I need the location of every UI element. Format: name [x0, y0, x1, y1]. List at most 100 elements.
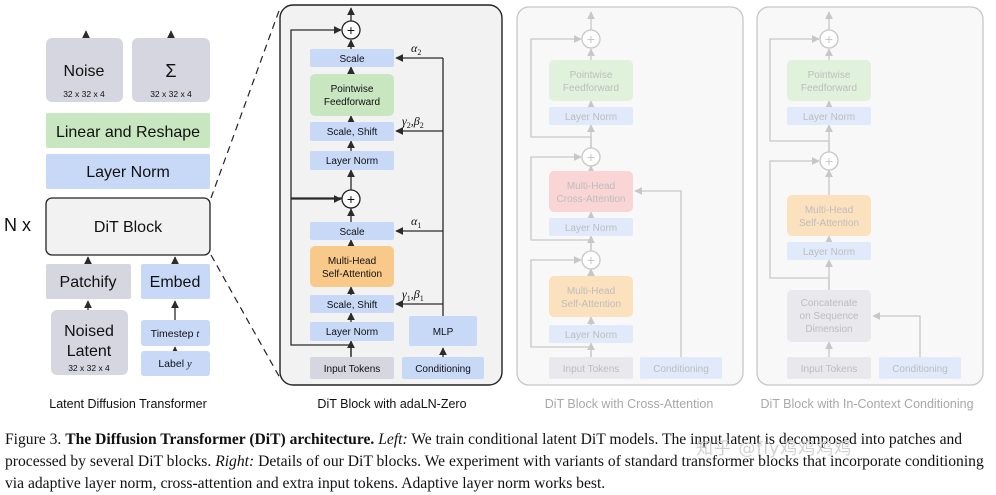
cross-input-tokens-box — [549, 357, 633, 379]
incontext-conditioning-label: Conditioning — [892, 364, 948, 375]
cross-layer-norm-2-label: Layer Norm — [565, 223, 617, 234]
incontext-pointwise-label: Pointwise — [808, 70, 851, 81]
label-box — [141, 351, 210, 376]
figure-caption: Figure 3. The Diffusion Transformer (DiT… — [5, 429, 993, 495]
final-layer-norm-label: Layer Norm — [86, 164, 170, 181]
architecture-figure: Noise 32 x 32 x 4 Σ 32 x 32 x 4 Linear a… — [4, 4, 984, 411]
svg-text:Timestep t: Timestep t — [151, 328, 201, 340]
incontext-feedforward-label: Feedforward — [801, 83, 857, 94]
zoom-line-top — [210, 7, 281, 199]
svg-text:γ1,β1: γ1,β1 — [402, 287, 424, 303]
svg-text:α1: α1 — [411, 214, 421, 230]
alpha2-symbol: α — [411, 41, 418, 55]
sigma-label: Σ — [165, 61, 176, 81]
sigma-box — [132, 38, 210, 102]
incontext-conditioning-box — [879, 357, 961, 379]
input-tokens-label: Input Tokens — [324, 364, 381, 375]
n-times-label: N x — [4, 215, 31, 235]
beta1-symbol: ,β — [411, 287, 420, 301]
mlp-box — [409, 316, 477, 346]
conditioning-label: Conditioning — [415, 364, 471, 375]
scale-top-label: Scale — [339, 54, 364, 65]
incontext-concat-line2: on Sequence — [800, 311, 859, 322]
mhsa-line1: Multi-Head — [328, 256, 376, 267]
adaln-title: DiT Block with adaLN-Zero — [317, 397, 466, 411]
incontext-input-tokens-box — [787, 357, 871, 379]
incontext-input-tokens-label: Input Tokens — [801, 364, 858, 375]
cross-title: DiT Block with Cross-Attention — [545, 397, 714, 411]
svg-text:+: + — [587, 149, 595, 165]
caption-left-label: Left: — [378, 431, 408, 448]
noised-latent-box — [51, 310, 128, 375]
patchify-label: Patchify — [60, 274, 117, 291]
incontext-mhsa-line2: Self-Attention — [799, 218, 859, 229]
cross-conditioning-label: Conditioning — [653, 364, 709, 375]
cross-layer-norm-1-box — [549, 107, 633, 125]
alpha2-subscript: 2 — [417, 48, 421, 57]
cross-layer-norm-2-box — [549, 218, 633, 236]
svg-text:+: + — [587, 31, 595, 47]
label-var: y — [186, 359, 192, 370]
gamma2-symbol: γ — [402, 114, 407, 128]
incontext-self-attention-box — [787, 195, 871, 236]
noise-box — [46, 38, 123, 102]
layer-norm-top-label: Layer Norm — [326, 156, 378, 167]
caption-right-text-1: Details of our DiT blocks. We experiment… — [258, 453, 755, 470]
caption-left-text-1: We train conditional latent DiT models. … — [411, 431, 857, 448]
ldt-title: Latent Diffusion Transformer — [49, 397, 206, 411]
scale-top-box — [310, 49, 394, 67]
patchify-box — [46, 264, 131, 299]
pointwise-ff-box — [310, 74, 394, 116]
svg-text:+: + — [587, 252, 595, 268]
caption-title: The Diffusion Transformer (DiT) architec… — [65, 431, 375, 448]
feedforward-label: Feedforward — [324, 97, 380, 108]
alpha1-subscript: 1 — [417, 221, 421, 230]
gamma1-subscript: 1 — [407, 294, 411, 303]
final-layer-norm-box — [46, 154, 210, 189]
label-label: Label — [158, 358, 184, 370]
beta1-subscript: 1 — [420, 294, 424, 303]
scale-shift-bottom-box — [310, 295, 394, 313]
incontext-layer-norm-2-label: Layer Norm — [803, 247, 855, 258]
latent-diffusion-transformer: Noise 32 x 32 x 4 Σ 32 x 32 x 4 Linear a… — [4, 30, 211, 411]
svg-text:γ2,β2: γ2,β2 — [402, 114, 424, 130]
zoom-line-bottom — [210, 254, 281, 379]
cross-mhsa-line2: Self-Attention — [561, 299, 621, 310]
incontext-mhsa-line1: Multi-Head — [805, 205, 853, 216]
alpha1-symbol: α — [411, 214, 418, 228]
watermark: 知乎 @fly鸡鸡鸡鸡 — [696, 439, 853, 459]
linear-reshape-label: Linear and Reshape — [56, 124, 200, 141]
noised-label: Noised — [64, 323, 114, 340]
scale-shift-top-label: Scale, Shift — [327, 127, 378, 138]
cross-self-attention-box — [549, 276, 633, 317]
cross-layer-norm-3-box — [549, 325, 633, 343]
embed-box — [141, 264, 210, 299]
timestep-box — [141, 320, 210, 346]
gamma1-symbol: γ — [402, 287, 407, 301]
cross-layer-norm-1-label: Layer Norm — [565, 112, 617, 123]
latent-label: Latent — [67, 343, 112, 360]
incontext-layer-norm-1-label: Layer Norm — [803, 112, 855, 123]
cross-mhca-line1: Multi-Head — [567, 181, 615, 192]
in-context-block: + + Pointwise Feedforward Layer Norm Mul… — [756, 6, 984, 386]
incontext-concat-line1: Concatenate — [801, 298, 858, 309]
timestep-label: Timestep — [151, 328, 194, 340]
cross-attention-box — [549, 171, 633, 212]
caption-left-text-2: into patches and processed by several Di… — [5, 431, 963, 470]
sigma-dim: 32 x 32 x 4 — [150, 89, 192, 99]
dit-block-box — [45, 197, 211, 256]
mhsa-line2: Self-Attention — [322, 269, 382, 280]
incontext-layer-norm-2-box — [787, 242, 871, 260]
scale-shift-top-box — [310, 122, 394, 141]
svg-text:α2: α2 — [411, 41, 421, 57]
cross-conditioning-box — [640, 357, 722, 379]
svg-text:+: + — [825, 153, 833, 169]
embed-label: Embed — [150, 274, 201, 291]
adaln-zero-block: + + Scale Pointwise Feedforward Scale, S… — [279, 4, 503, 411]
incontext-concat-box — [787, 290, 871, 342]
incontext-concat-line3: Dimension — [805, 324, 852, 335]
beta2-subscript: 2 — [420, 121, 424, 130]
cross-attention-block: + + + Pointwise Feedforward Layer Norm M… — [516, 6, 744, 386]
input-tokens-box — [310, 357, 394, 379]
noise-label: Noise — [64, 63, 105, 80]
